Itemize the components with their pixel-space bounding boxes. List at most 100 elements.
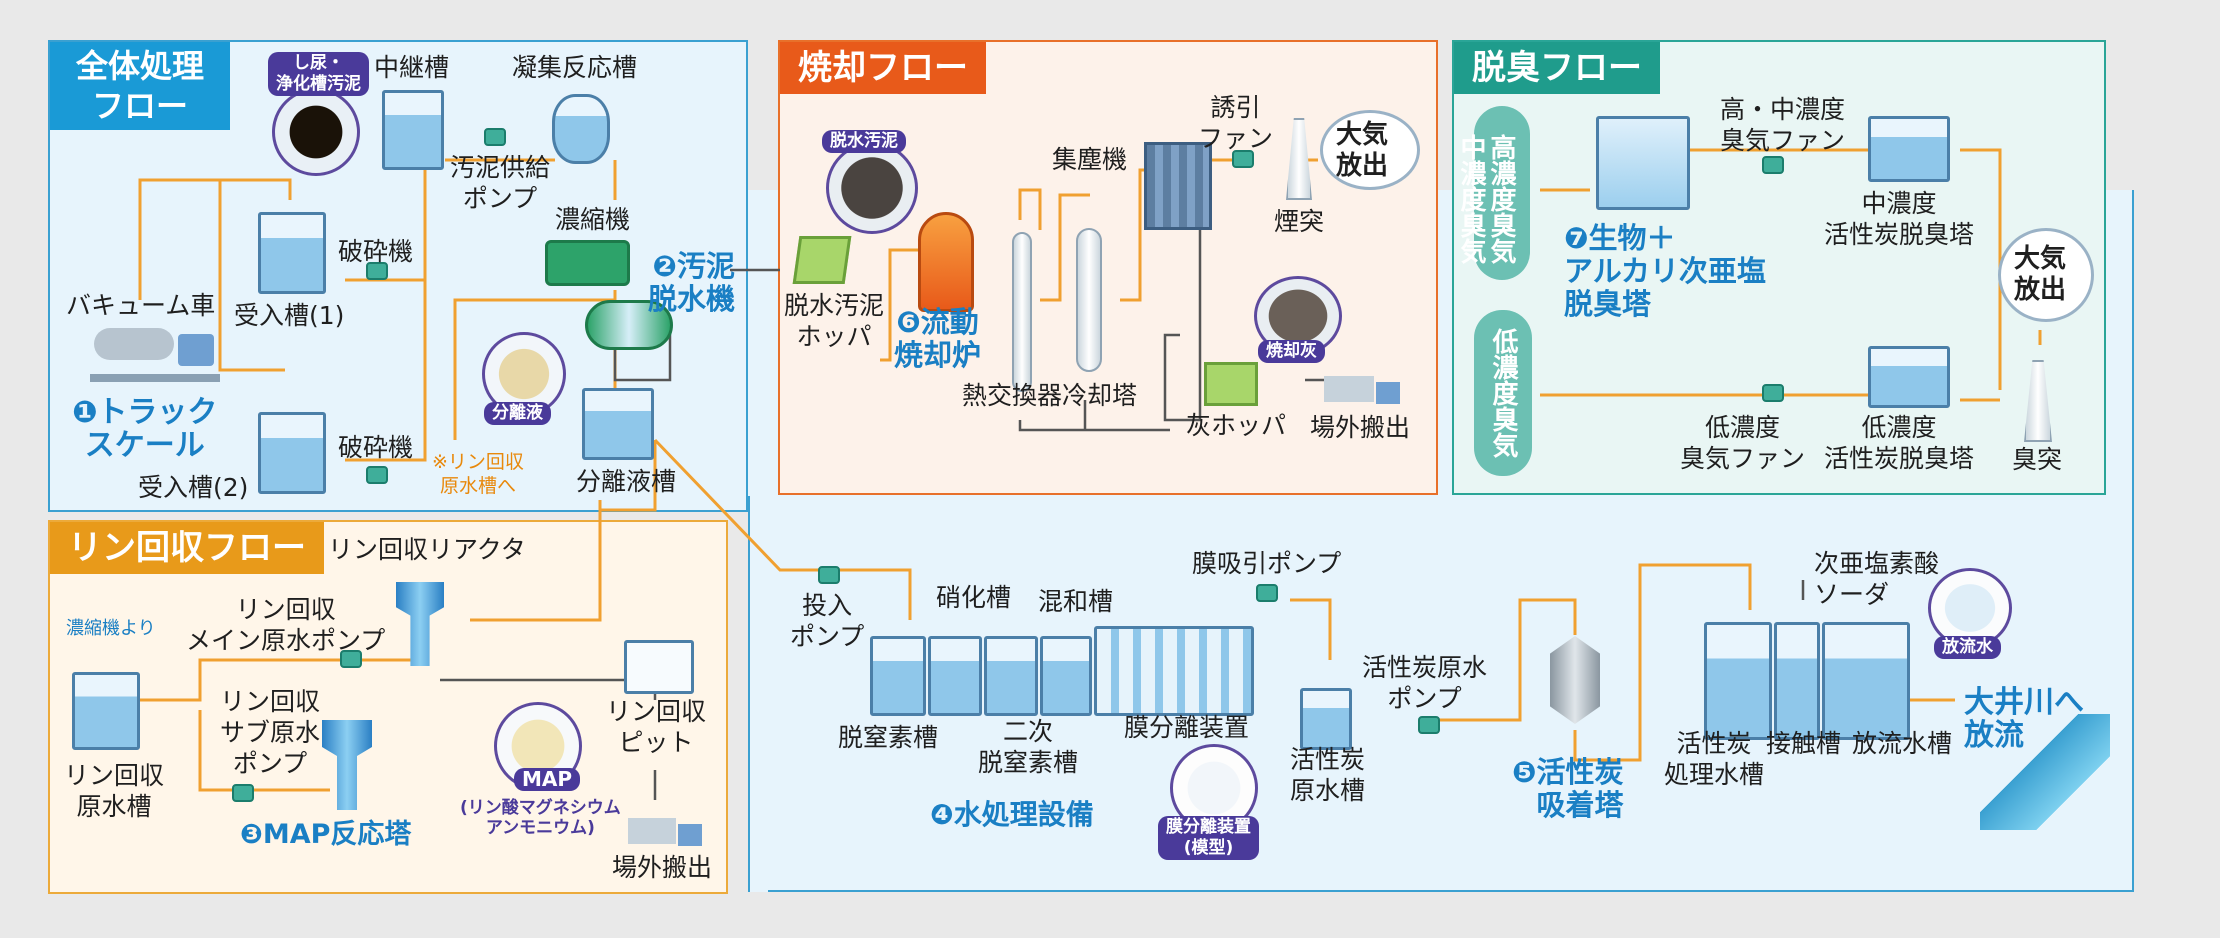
- fan-hi-icon: [1762, 156, 1784, 174]
- ac-lo-label: 低濃度 活性炭脱臭塔: [1824, 413, 1975, 473]
- sub-pump-icon: [232, 784, 254, 802]
- main-pump-icon: [340, 650, 362, 668]
- ac-treated-tank-icon: [1704, 622, 1772, 740]
- crusher2-label: 破砕機: [338, 433, 414, 462]
- dewater-label: ❷汚泥 脱水機: [648, 249, 736, 316]
- water-panel-left: [748, 496, 768, 892]
- hypo-label: 次亜塩素酸 ソーダ: [1814, 549, 1940, 609]
- deodor-title: 脱臭フロー: [1454, 42, 1660, 94]
- dewater-icon: [585, 300, 673, 350]
- contact-label: 接触槽: [1766, 729, 1842, 758]
- membrane-pump-label: 膜吸引ポンプ: [1192, 549, 1342, 578]
- fan-label: 誘引 ファン: [1198, 93, 1274, 153]
- ac-tower-icon: [1550, 636, 1600, 724]
- hx-label: 熱交換器: [962, 381, 1063, 410]
- recv1-icon: [258, 212, 326, 294]
- incin-panel: [778, 40, 1438, 495]
- furnace-icon: [918, 212, 974, 312]
- incin-atmos-label: 大気 放出: [1336, 120, 1389, 181]
- sludge-pump-label: 汚泥供給 ポンプ: [450, 153, 551, 213]
- membrane-pump-icon: [1256, 584, 1278, 602]
- phos-note: ※リン回収 原水槽へ: [432, 451, 524, 497]
- ac-treated-label: 活性炭 処理水槽: [1664, 729, 1765, 789]
- river-icon: [1980, 714, 2110, 830]
- phos-offsite-label: 場外搬出: [612, 853, 713, 882]
- dis-badge: [1928, 568, 2012, 648]
- vacuum-truck-icon: [90, 322, 220, 382]
- recv1-label: 受入槽(1): [234, 301, 345, 330]
- map-tower-label: ❸MAP反応塔: [240, 819, 412, 850]
- thickener-label: 濃縮機: [555, 205, 631, 234]
- contact-tank-icon: [1774, 622, 1820, 740]
- recv2-label: 受入槽(2): [138, 473, 249, 502]
- fan-lo-icon: [1762, 384, 1784, 402]
- sep-tank-icon: [582, 388, 654, 460]
- collector-icon: [1144, 142, 1212, 230]
- phos-pit-icon: [624, 640, 694, 694]
- map-badge-label: MAP: [514, 768, 581, 791]
- hi-odor-pill: [1474, 106, 1530, 280]
- ac-raw-label: 活性炭 原水槽: [1290, 745, 1366, 805]
- sludge-badge: [272, 88, 360, 176]
- relay-tank-label: 中継槽: [374, 53, 450, 82]
- sludge-badge-label: し尿・ 浄化槽汚泥: [268, 52, 369, 96]
- incin-offsite-label: 場外搬出: [1310, 413, 1411, 442]
- hopper-label: 脱水汚泥 ホッパ: [784, 291, 885, 351]
- deodor-atmos-label: 大気 放出: [2014, 244, 2067, 305]
- membrane-label: 膜分離装置: [1124, 713, 1250, 742]
- ac-pump-label: 活性炭原水 ポンプ: [1362, 653, 1488, 713]
- ac-tower-label: ❺活性炭 吸着塔: [1512, 755, 1624, 822]
- sludge-pump-icon: [484, 128, 506, 146]
- deodor-tower-icon: [1596, 116, 1690, 210]
- deodor-tower-label: ❼生物＋ アルカリ次亜塩 脱臭塔: [1564, 221, 1766, 321]
- dis-badge-label: 放流水: [1934, 636, 2001, 659]
- recv2-icon: [258, 412, 326, 494]
- denitri-tank-icon: [870, 636, 926, 716]
- coag-tank-icon: [552, 94, 610, 164]
- phos-raw-tank-icon: [72, 672, 140, 750]
- denitri-label: 脱窒素槽: [838, 723, 939, 752]
- map-sub-label: (リン酸マグネシウム アンモニウム): [460, 798, 621, 838]
- lo-odor-pill: [1474, 310, 1532, 476]
- membrane-unit-icon: [1094, 626, 1254, 716]
- denitri2-tank-icon: [984, 636, 1038, 716]
- feed-pump-label: 投入 ポンプ: [790, 591, 865, 651]
- chimney-label: 煙突: [1274, 207, 1325, 236]
- ac-pump-icon: [1418, 716, 1440, 734]
- cooling-label: 冷却塔: [1062, 381, 1138, 410]
- denitri2-label: 二次 脱窒素槽: [978, 717, 1079, 777]
- mem-badge-label: 膜分離装置 (模型): [1158, 816, 1259, 860]
- ac-mid-label: 中濃度 活性炭脱臭塔: [1824, 189, 1975, 249]
- ac-raw-tank-icon: [1300, 688, 1352, 750]
- crusher1-icon: [366, 262, 388, 280]
- phos-panel: [48, 520, 728, 894]
- lo-odor-label: 低濃度臭気: [1488, 328, 1518, 458]
- deodor-atmos-cloud: [1998, 228, 2094, 322]
- sub-pump-label: リン回収 サブ原水 ポンプ: [220, 687, 321, 778]
- sep-tank-label: 分離液槽: [576, 467, 677, 496]
- fan-lo-label: 低濃度 臭気ファン: [1680, 413, 1806, 473]
- phos-pit-label: リン回収 ピット: [606, 697, 707, 757]
- mix-tank-icon: [1040, 636, 1092, 716]
- coag-tank-label: 凝集反応槽: [512, 53, 638, 82]
- fan-hi-label: 高・中濃度 臭気ファン: [1720, 95, 1846, 155]
- incin-atmos-cloud: [1320, 110, 1420, 190]
- mid-odor-label: 中濃度臭気: [1456, 134, 1486, 264]
- crusher2-icon: [366, 466, 388, 484]
- hopper-icon: [792, 236, 852, 284]
- mix-label: 混和槽: [1038, 587, 1114, 616]
- overall-title: 全体処理 フロー: [50, 42, 231, 130]
- nitri-label: 硝化槽: [936, 583, 1012, 612]
- incin-title: 焼却フロー: [780, 42, 986, 94]
- dewater-sludge-badge: [826, 142, 918, 234]
- ac-lo-icon: [1868, 346, 1950, 408]
- from-thickener-label: 濃縮機より: [66, 618, 156, 639]
- discharge-tank-label: 放流水槽: [1852, 729, 1953, 758]
- dewater-sludge-badge-label: 脱水汚泥: [822, 130, 906, 153]
- deodor-panel: [1452, 40, 2106, 495]
- fan-icon: [1232, 150, 1254, 168]
- main-pump-label: リン回収 メイン原水ポンプ: [186, 595, 386, 655]
- feed-pump-icon: [818, 566, 840, 584]
- ac-mid-icon: [1868, 116, 1950, 182]
- ash-hopper-icon: [1204, 362, 1258, 406]
